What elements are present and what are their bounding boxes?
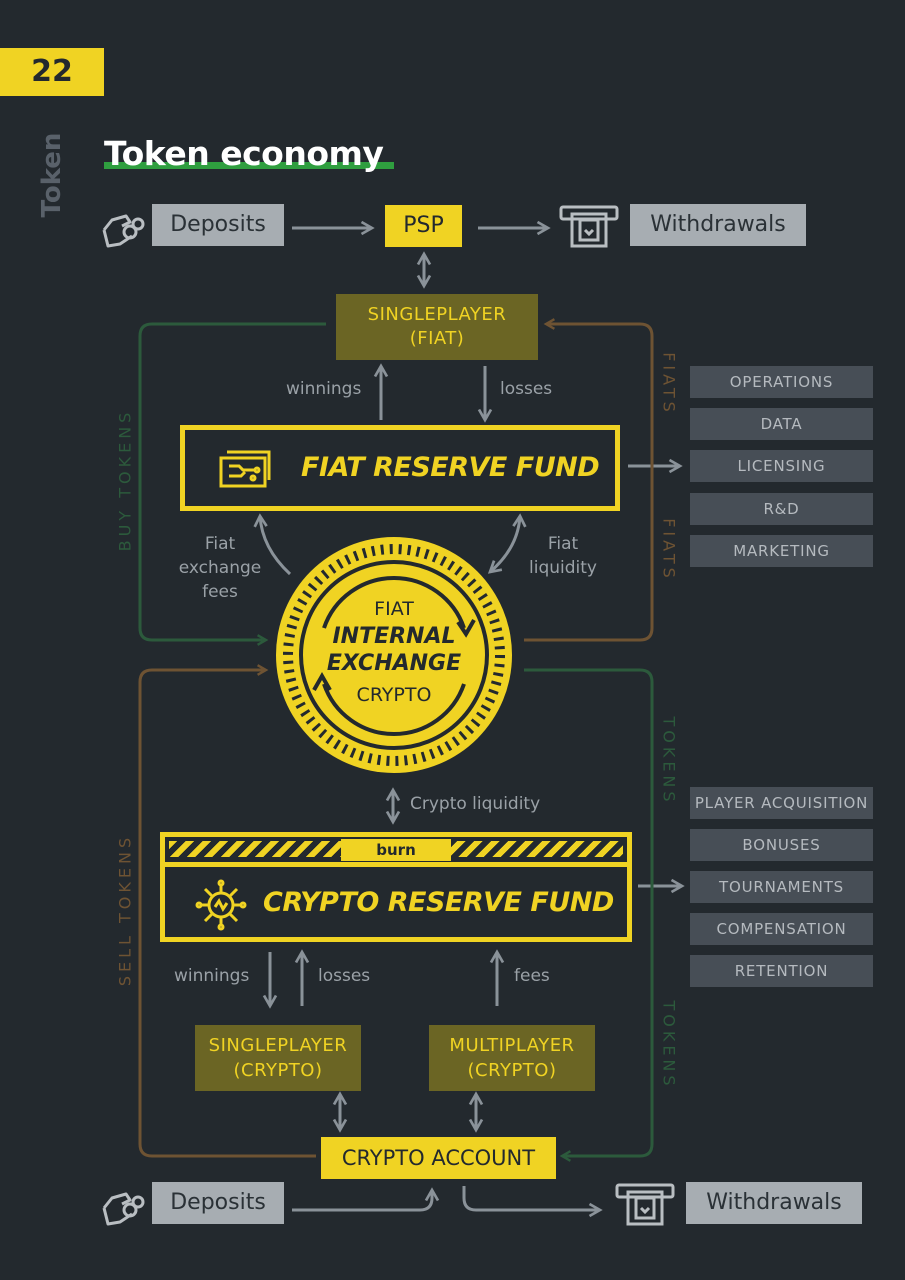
crypto-outflow-item: COMPENSATION bbox=[690, 913, 873, 945]
psp-box: PSP bbox=[385, 205, 462, 247]
sell-tokens-line bbox=[138, 664, 316, 1158]
fiat-outflow-item: R&D bbox=[690, 493, 873, 525]
fiats-label-lower: FIATS bbox=[659, 518, 679, 582]
coin-internal-label: INTERNAL bbox=[332, 624, 456, 649]
fiats-label-upper: FIATS bbox=[659, 352, 679, 416]
crypto-outflow-item: TOURNAMENTS bbox=[690, 871, 873, 903]
atm-withdrawal-icon bbox=[558, 204, 620, 250]
crypto-reserve-fund-box: burn CRYPTO RESERVE FUND bbox=[160, 832, 632, 942]
atm-withdrawal-icon bbox=[614, 1182, 676, 1228]
crypto-outflow-item: PLAYER ACQUISITION bbox=[690, 787, 873, 819]
top-deposits-box: Deposits bbox=[152, 204, 284, 246]
fiat-outflow-item: LICENSING bbox=[690, 450, 873, 482]
fiat-liquidity-label: Fiat liquidity bbox=[529, 534, 597, 578]
title-underline bbox=[104, 162, 394, 169]
fiat-reserve-fund-label: FIAT RESERVE FUND bbox=[301, 452, 600, 483]
tokens-line bbox=[524, 668, 654, 1162]
fiats-line bbox=[524, 318, 654, 642]
crypto-outflow-item: RETENTION bbox=[690, 955, 873, 987]
tokens-label-upper: TOKENS bbox=[659, 716, 679, 806]
section-side-label: Token bbox=[37, 132, 67, 218]
coin-fiat-label: FIAT bbox=[374, 598, 414, 620]
hand-coins-icon bbox=[100, 1184, 146, 1228]
internal-exchange-coin bbox=[276, 537, 512, 773]
fiat-fees-arrow bbox=[253, 513, 292, 576]
crypto-winnings-label: winnings bbox=[174, 966, 250, 986]
fiat-liquidity-arrow bbox=[487, 513, 527, 574]
top-withdrawals-box: Withdrawals bbox=[630, 204, 806, 246]
buy-tokens-label: BUY TOKENS bbox=[115, 408, 135, 552]
fiat-outflow-item: MARKETING bbox=[690, 535, 873, 567]
page-title: Token economy bbox=[104, 134, 384, 173]
burn-divider bbox=[165, 862, 627, 867]
bottom-withdrawals-arrow bbox=[462, 1186, 603, 1218]
bottom-withdrawals-box: Withdrawals bbox=[686, 1182, 862, 1224]
bottom-deposits-arrow bbox=[292, 1187, 440, 1212]
tokens-label-lower: TOKENS bbox=[659, 1000, 679, 1090]
fiat-exchange-fees-label: Fiat exchange fees bbox=[178, 534, 262, 602]
crypto-account-box: CRYPTO ACCOUNT bbox=[321, 1137, 556, 1179]
fiat-losses-label: losses bbox=[500, 379, 553, 399]
crypto-fees-label: fees bbox=[514, 966, 550, 986]
coin-crypto-label: CRYPTO bbox=[356, 684, 432, 706]
burn-label: burn bbox=[341, 839, 451, 861]
page-number: 22 bbox=[0, 48, 104, 96]
bottom-deposits-box: Deposits bbox=[152, 1182, 284, 1224]
sell-tokens-label: SELL TOKENS bbox=[115, 833, 135, 987]
hand-coins-icon bbox=[100, 206, 146, 250]
singleplayer-fiat-box: SINGLEPLAYER (FIAT) bbox=[336, 294, 538, 360]
multiplayer-crypto-box: MULTIPLAYER (CRYPTO) bbox=[429, 1025, 595, 1091]
singleplayer-crypto-box: SINGLEPLAYER (CRYPTO) bbox=[195, 1025, 361, 1091]
fiat-outflow-item: DATA bbox=[690, 408, 873, 440]
buy-tokens-line bbox=[138, 322, 326, 646]
crypto-losses-label: losses bbox=[318, 966, 371, 986]
crypto-outflow-item: BONUSES bbox=[690, 829, 873, 861]
network-token-icon bbox=[195, 879, 247, 931]
coin-exchange-label: EXCHANGE bbox=[326, 651, 462, 676]
crypto-reserve-fund-label: CRYPTO RESERVE FUND bbox=[263, 887, 614, 918]
banknote-circuit-icon bbox=[219, 450, 271, 488]
fiat-reserve-fund-box: FIAT RESERVE FUND bbox=[180, 425, 620, 511]
fiat-winnings-label: winnings bbox=[286, 379, 362, 399]
crypto-liquidity-label: Crypto liquidity bbox=[410, 794, 541, 814]
fiat-outflow-item: OPERATIONS bbox=[690, 366, 873, 398]
